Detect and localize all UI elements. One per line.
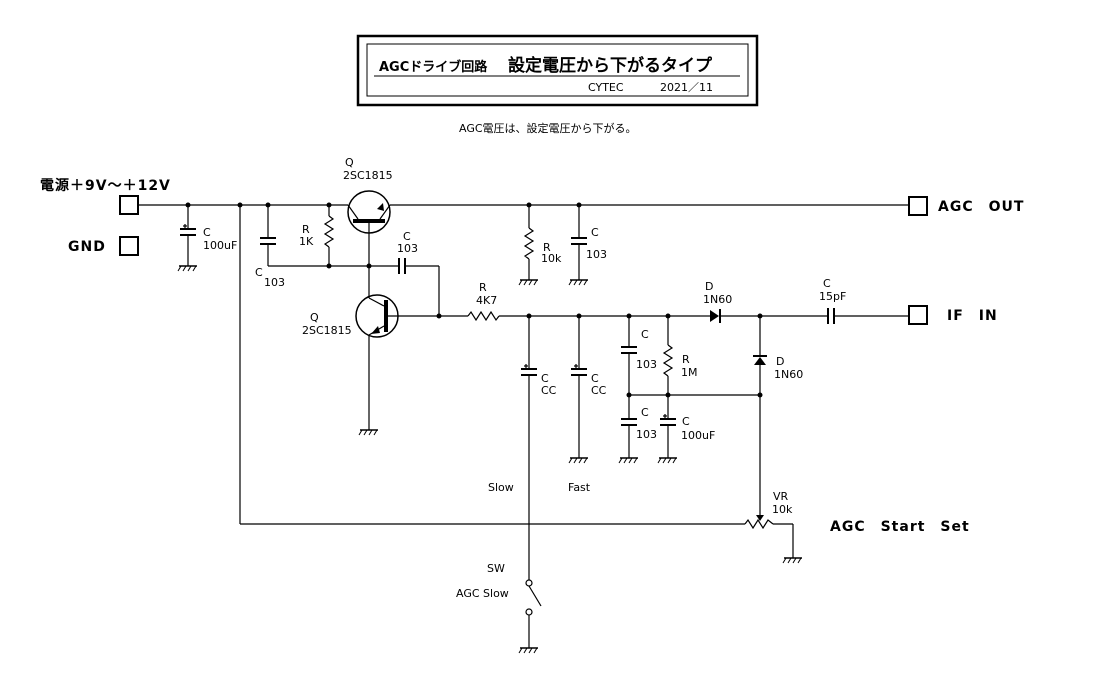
svg-text:1N60: 1N60 xyxy=(774,368,803,381)
circuit-note: AGC電圧は、設定電圧から下がる。 xyxy=(459,121,637,135)
svg-text:103: 103 xyxy=(264,276,285,289)
svg-text:C: C xyxy=(541,372,549,385)
svg-text:1M: 1M xyxy=(681,366,698,379)
svg-text:C: C xyxy=(591,226,599,239)
svg-text:1N60: 1N60 xyxy=(703,293,732,306)
if-in-label: IF IN xyxy=(947,308,998,324)
svg-text:10k: 10k xyxy=(772,503,793,516)
svg-text:R: R xyxy=(682,353,690,366)
svg-text:R: R xyxy=(479,281,487,294)
svg-text:C: C xyxy=(641,406,649,419)
diode-d2: D 1N60 xyxy=(753,316,803,515)
svg-text:103: 103 xyxy=(397,242,418,255)
agc-start-set-label: AGC Start Set xyxy=(830,519,970,535)
resistor-4k7: R 4K7 xyxy=(439,281,700,322)
svg-text:R: R xyxy=(302,223,310,236)
gnd-terminal-label: GND xyxy=(68,239,106,255)
svg-text:C: C xyxy=(403,230,411,243)
svg-text:10k: 10k xyxy=(541,252,562,265)
title-small: AGCドライブ回路 xyxy=(379,59,488,75)
capacitor-fast-cc: C CC Fast xyxy=(568,316,607,494)
svg-text:Q: Q xyxy=(310,311,319,324)
slow-label: Slow xyxy=(488,481,514,494)
diode-d1: D 1N60 xyxy=(700,280,827,323)
capacitor-input-100uf: C 100uF xyxy=(177,205,237,272)
svg-text:D: D xyxy=(705,280,713,293)
detector-network: C 103 C 103 R 1M C 100uF xyxy=(618,316,763,464)
svg-text:100uF: 100uF xyxy=(203,239,237,252)
svg-text:2SC1815: 2SC1815 xyxy=(343,169,393,182)
power-terminal-label: 電源＋9V～＋12V xyxy=(40,177,171,194)
svg-text:R: R xyxy=(543,241,551,254)
svg-text:VR: VR xyxy=(773,490,789,503)
agc-out-terminal xyxy=(908,196,928,216)
svg-text:C: C xyxy=(591,372,599,385)
resistor-1k: R 1K xyxy=(299,205,335,269)
capacitor-feedback-103: C 103 xyxy=(369,230,440,316)
transistor-q2: Q 2SC1815 xyxy=(302,294,442,436)
title-date: 2021／11 xyxy=(660,81,713,94)
svg-text:CC: CC xyxy=(541,384,557,397)
switch-agc-slow: SW AGC Slow xyxy=(456,562,542,654)
svg-text:C: C xyxy=(682,415,690,428)
svg-text:C: C xyxy=(255,266,263,279)
sw-name-label: AGC Slow xyxy=(456,587,509,600)
svg-text:103: 103 xyxy=(636,428,657,441)
agc-out-label: AGC OUT xyxy=(938,199,1024,215)
svg-text:15pF: 15pF xyxy=(819,290,846,303)
title-main: 設定電圧から下がるタイプ xyxy=(508,55,713,76)
capacitor-if-15pf: C 15pF xyxy=(819,277,909,324)
svg-text:103: 103 xyxy=(636,358,657,371)
svg-text:1K: 1K xyxy=(299,235,314,248)
if-in-terminal xyxy=(908,305,928,325)
svg-text:2SC1815: 2SC1815 xyxy=(302,324,352,337)
gnd-terminal xyxy=(119,236,139,256)
sw-ref-label: SW xyxy=(487,562,505,575)
capacitor-bypass-103: C 103 xyxy=(255,205,370,289)
power-terminal xyxy=(119,195,139,215)
svg-text:103: 103 xyxy=(586,248,607,261)
fast-label: Fast xyxy=(568,481,591,494)
svg-text:4K7: 4K7 xyxy=(476,294,497,307)
title-block: AGCドライブ回路 設定電圧から下がるタイプ CYTEC 2021／11 xyxy=(356,34,759,107)
variable-resistor-vr: VR 10k xyxy=(744,490,803,564)
svg-text:C: C xyxy=(823,277,831,290)
svg-text:C: C xyxy=(641,328,649,341)
transistor-q1: Q 2SC1815 xyxy=(343,156,393,298)
svg-text:D: D xyxy=(776,355,784,368)
capacitor-output-103: C 103 xyxy=(568,205,607,286)
capacitor-slow-cc: C CC Slow xyxy=(488,316,557,580)
resistor-10k: R 10k xyxy=(518,205,562,286)
svg-text:CC: CC xyxy=(591,384,607,397)
title-author: CYTEC xyxy=(588,81,624,94)
svg-text:C: C xyxy=(203,226,211,239)
svg-text:Q: Q xyxy=(345,156,354,169)
supply-rail xyxy=(138,202,909,208)
svg-text:100uF: 100uF xyxy=(681,429,715,442)
